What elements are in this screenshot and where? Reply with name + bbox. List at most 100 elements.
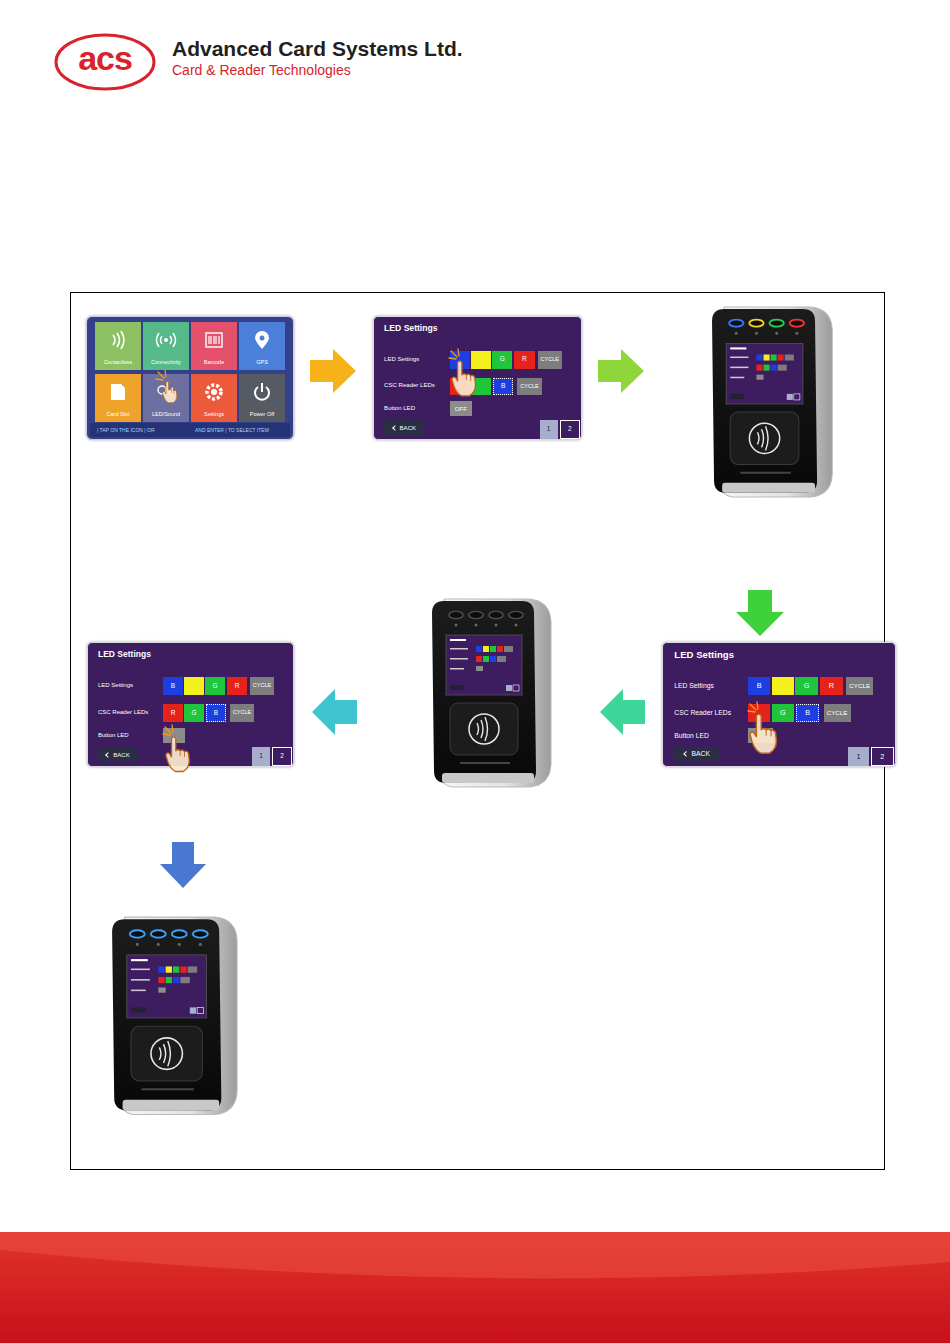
illustration-part bbox=[449, 612, 463, 619]
led-option-button: B bbox=[748, 677, 771, 695]
button-text: CYCLE bbox=[540, 357, 559, 363]
page-button: 1 bbox=[540, 420, 558, 439]
illustration-part bbox=[166, 736, 189, 771]
illustration-part bbox=[0, 1232, 950, 1278]
illustration-part bbox=[466, 375, 470, 381]
illustration-part bbox=[206, 333, 222, 347]
button-text: OFF bbox=[455, 406, 467, 412]
tile-icon bbox=[203, 381, 225, 403]
illustration-part bbox=[600, 689, 645, 735]
illustration-part bbox=[171, 390, 174, 394]
illustration-part bbox=[260, 336, 265, 341]
led-option-button: G bbox=[492, 351, 512, 369]
page-button: 2 bbox=[560, 420, 580, 439]
screen-title: LED Settings bbox=[674, 649, 734, 661]
back-button: BACK bbox=[674, 747, 719, 762]
led-option-button: CYCLE bbox=[824, 704, 851, 722]
illustration-part bbox=[180, 750, 184, 756]
back-chevron bbox=[105, 752, 111, 758]
menu-screen: | TAP ON THE ICON | ORAND ENTER | TO SEL… bbox=[86, 316, 294, 440]
button-text: R bbox=[829, 682, 834, 689]
button-text: 1 bbox=[259, 753, 263, 760]
illustration-part bbox=[509, 612, 523, 619]
company-tagline: Card & Reader Technologies bbox=[172, 62, 351, 79]
back-chevron bbox=[392, 425, 398, 431]
illustration-part bbox=[157, 333, 176, 347]
button-text: B bbox=[805, 709, 810, 716]
row-label: CSC Reader LEDs bbox=[384, 382, 435, 389]
page-button: 1 bbox=[848, 747, 868, 766]
button-text: B bbox=[214, 710, 218, 717]
led-option-button: R bbox=[163, 704, 183, 722]
back-button: BACK bbox=[384, 420, 424, 435]
button-text: CYCLE bbox=[520, 384, 539, 390]
illustration-part bbox=[452, 361, 476, 396]
illustration-part bbox=[449, 349, 459, 359]
screen-title: LED Settings bbox=[384, 323, 437, 333]
led-option-button: B bbox=[493, 378, 513, 396]
button-text: R bbox=[235, 683, 240, 690]
tile-icon bbox=[155, 329, 177, 351]
tap-hand bbox=[165, 736, 191, 772]
led-option-button: CYCLE bbox=[517, 378, 541, 396]
row-label: CSC Reader LEDs bbox=[674, 709, 731, 717]
button-text: CYCLE bbox=[849, 683, 870, 689]
page-button: 2 bbox=[871, 747, 894, 766]
button-text: G bbox=[212, 683, 217, 690]
illustration-part bbox=[207, 385, 221, 399]
tap-spark bbox=[161, 724, 173, 736]
illustration-part bbox=[770, 320, 784, 327]
row-label: Button LED bbox=[384, 405, 415, 412]
illustration-part bbox=[255, 331, 269, 349]
tile-icon bbox=[107, 329, 129, 351]
tile-label: GPS bbox=[256, 359, 268, 366]
menu-tile: Settings bbox=[191, 374, 237, 422]
tile-label: Barcode bbox=[204, 359, 225, 366]
tile-icon bbox=[251, 329, 273, 351]
illustration-part bbox=[749, 320, 763, 327]
button-text: BACK bbox=[113, 752, 129, 758]
illustration-part bbox=[56, 35, 154, 89]
illustration-part bbox=[729, 320, 743, 327]
illustration-part bbox=[160, 842, 206, 888]
illustration-part bbox=[310, 349, 356, 393]
button-text: 1 bbox=[547, 426, 551, 433]
led-option-button: CYCLE bbox=[538, 351, 562, 369]
tile-label: Connectivity bbox=[151, 359, 181, 366]
button-text: B bbox=[501, 383, 505, 390]
tap-spark bbox=[447, 348, 459, 360]
tile-icon bbox=[251, 381, 273, 403]
figure-frame bbox=[71, 293, 885, 1170]
illustration-part bbox=[193, 930, 208, 937]
button-text: G bbox=[804, 682, 810, 689]
button-text: B bbox=[171, 683, 175, 690]
screen-title: LED Settings bbox=[98, 649, 151, 659]
instruction-text: | TAP ON THE ICON | OR bbox=[97, 427, 155, 433]
logo-text: acs bbox=[72, 38, 138, 78]
tile-icon bbox=[107, 381, 129, 403]
illustration-part bbox=[748, 702, 758, 712]
illustration-part bbox=[164, 338, 168, 342]
led-settings-screen: LED SettingsLED SettingsCSC Reader LEDsB… bbox=[373, 316, 582, 440]
row-label: LED Settings bbox=[674, 682, 714, 690]
illustration-part bbox=[432, 599, 551, 787]
row-label: Button LED bbox=[674, 732, 709, 740]
reader-device bbox=[712, 307, 832, 497]
illustration-part bbox=[172, 930, 187, 937]
button-text: 1 bbox=[857, 753, 861, 760]
illustration-part bbox=[211, 389, 217, 395]
tile-label: Settings bbox=[204, 411, 224, 418]
button-text: CYCLE bbox=[827, 710, 848, 716]
tap-spark bbox=[154, 369, 166, 381]
menu-tile: Connectivity bbox=[143, 322, 189, 370]
illustration-part bbox=[750, 714, 776, 753]
company-logo bbox=[56, 35, 154, 89]
illustration-part bbox=[162, 382, 176, 403]
led-option-button: R bbox=[514, 351, 534, 369]
illustration-part bbox=[790, 320, 804, 327]
led-option-button: R bbox=[227, 677, 247, 695]
illustration-part bbox=[766, 730, 771, 737]
led-color-swatch bbox=[471, 351, 491, 369]
row-label: LED Settings bbox=[384, 356, 419, 363]
led-settings-screen: LED SettingsLED SettingsCSC Reader LEDsB… bbox=[87, 642, 294, 767]
